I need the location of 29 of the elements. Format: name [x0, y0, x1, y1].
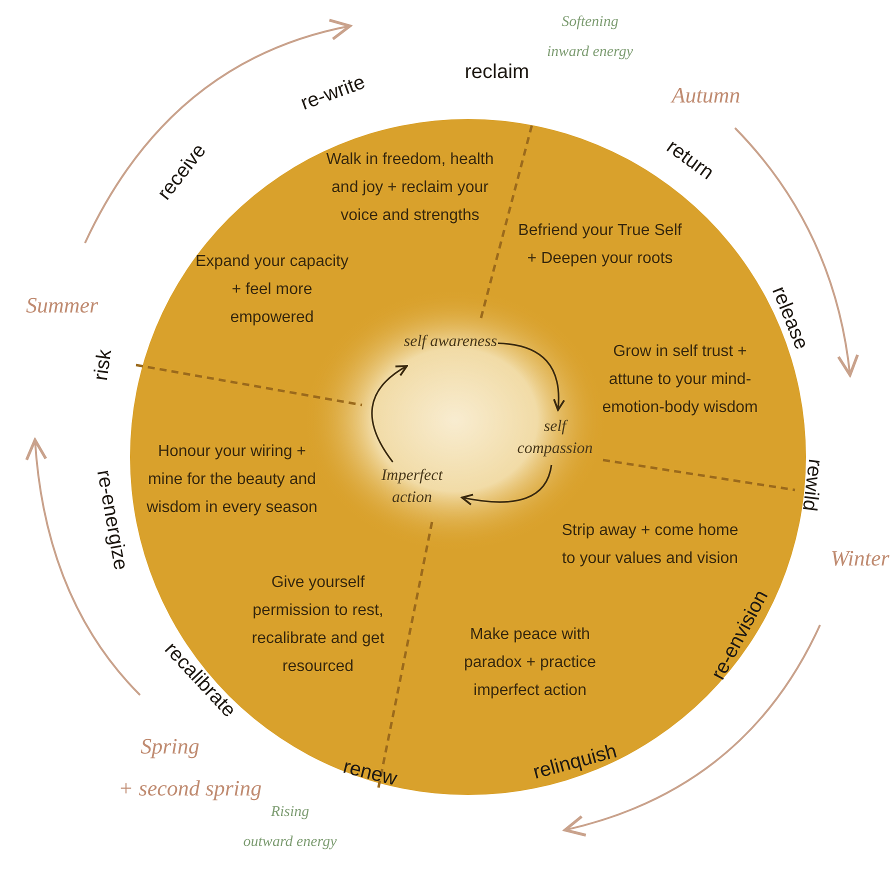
stage-description: Make peace with paradox + practice imperfect action: [462, 625, 598, 701]
stage-label: self awareness: [403, 318, 498, 366]
stage-description: Strip away + come home to your values and vision: [560, 521, 740, 569]
arrow: [371, 365, 408, 462]
season-label: Summer: [24, 292, 100, 320]
cycle-word: relinquish: [530, 739, 620, 786]
stage-label: Imperfect action: [362, 462, 462, 512]
cycle-word: re-write: [296, 70, 370, 117]
cycle-word: renew: [340, 754, 400, 792]
energy-note: Rising: [270, 802, 310, 822]
stage-description: Befriend your True Self + Deepen your roots: [518, 221, 682, 269]
cycle-word: reclaim: [464, 60, 530, 85]
energy-note: outward energy: [242, 832, 338, 852]
season-label: Spring: [140, 732, 200, 760]
energy-note: Softening: [560, 12, 620, 32]
energy-note: inward energy: [546, 42, 634, 62]
stage-description: Give yourself permission to rest, recalibrate and get resourced: [250, 573, 386, 677]
stage-description: Expand your capacity + feel more empowered: [194, 252, 350, 328]
cycle-word: release: [766, 282, 814, 355]
cycle-word: risk: [88, 347, 118, 384]
stage-description: Walk in freedom, health and joy + reclaim your voice and strengths: [325, 150, 495, 226]
season-label: + second spring: [117, 774, 263, 802]
arrow: [461, 464, 552, 506]
stage-description: Honour your wiring + mine for the beauty and wisdom in every season: [146, 442, 318, 518]
season-label: Autumn: [670, 82, 742, 110]
cycle-word: rewild: [796, 456, 828, 514]
season-label: Winter: [830, 544, 890, 572]
cycle-word: re-energize: [91, 467, 133, 574]
arrow: [498, 342, 565, 411]
